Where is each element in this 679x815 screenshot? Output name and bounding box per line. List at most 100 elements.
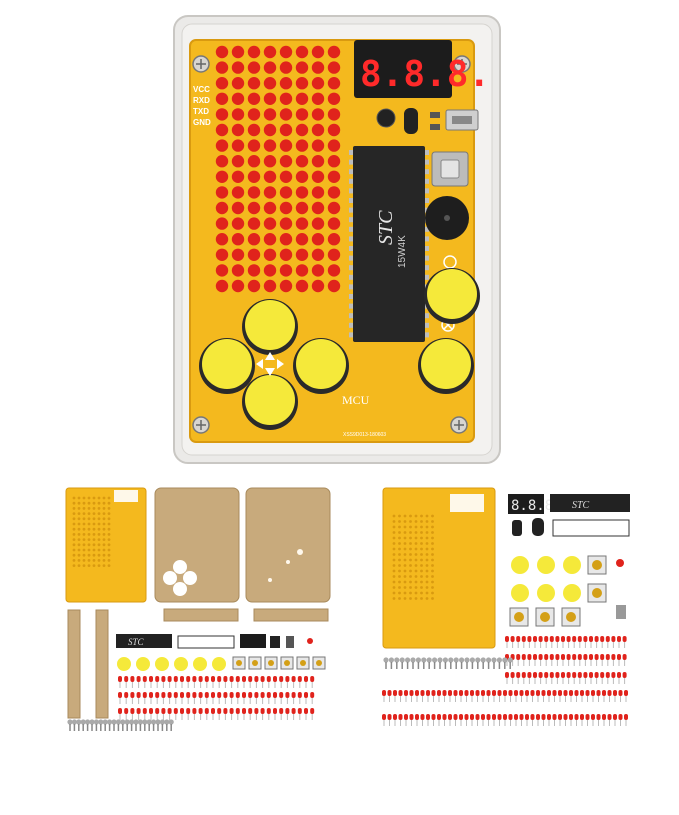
matrix-led <box>231 279 245 293</box>
game-buttons <box>199 268 480 430</box>
matrix-led <box>295 123 309 137</box>
pin-labels: VCC RXD TXD GND <box>193 85 211 127</box>
left-kit: STC <box>65 487 331 731</box>
capacitor <box>376 108 396 128</box>
pin-label-vcc: VCC <box>193 85 210 94</box>
button-up <box>242 299 298 355</box>
matrix-led <box>247 279 261 293</box>
matrix-led <box>215 61 229 74</box>
kit-button-cap <box>563 584 581 602</box>
matrix-led <box>279 108 293 121</box>
microcontroller-chip <box>353 146 425 342</box>
matrix-led <box>231 233 245 246</box>
matrix-led <box>247 45 261 59</box>
board-serial: XSS9D013-180603 <box>343 432 386 438</box>
matrix-led <box>311 233 325 246</box>
matrix-led <box>231 155 245 168</box>
matrix-led <box>263 264 277 277</box>
matrix-led <box>215 170 229 183</box>
matrix-led <box>295 186 309 199</box>
direction-arrow-icon <box>256 352 284 376</box>
matrix-led <box>311 45 325 59</box>
matrix-led <box>295 155 309 168</box>
matrix-led <box>247 217 261 230</box>
matrix-led <box>327 155 341 168</box>
matrix-led <box>263 61 277 74</box>
matrix-led <box>311 248 325 261</box>
kit-button-cap <box>193 657 207 671</box>
matrix-led <box>263 201 277 215</box>
matrix-led <box>327 186 341 199</box>
matrix-led <box>231 123 245 137</box>
matrix-led <box>215 139 229 152</box>
matrix-led <box>279 264 293 277</box>
matrix-led <box>215 155 229 168</box>
matrix-led <box>295 248 309 261</box>
matrix-led <box>311 155 325 168</box>
chip-brand: STC <box>375 210 397 245</box>
matrix-led <box>279 45 293 59</box>
matrix-led <box>311 108 325 121</box>
kit-pcb-left <box>65 487 147 603</box>
kit-chip-right <box>550 494 630 512</box>
matrix-led <box>311 61 325 74</box>
matrix-led <box>279 279 293 293</box>
matrix-led <box>231 186 245 199</box>
matrix-led <box>231 77 245 90</box>
acrylic-panel-front <box>154 487 240 603</box>
matrix-led <box>263 139 277 152</box>
kit-button-cap <box>563 556 581 574</box>
matrix-led <box>263 45 277 59</box>
matrix-led <box>215 77 229 90</box>
button-left <box>199 338 255 394</box>
matrix-led <box>215 248 229 261</box>
matrix-led <box>215 123 229 137</box>
matrix-led <box>215 108 229 121</box>
matrix-led <box>247 92 261 106</box>
led-matrix <box>215 45 341 293</box>
matrix-led <box>247 155 261 168</box>
matrix-led <box>247 186 261 199</box>
circle-symbol-icon <box>443 255 457 269</box>
matrix-led <box>247 170 261 183</box>
matrix-led <box>295 201 309 215</box>
matrix-led <box>295 233 309 246</box>
matrix-led <box>247 264 261 277</box>
pin-label-txd: TXD <box>193 107 209 116</box>
kit-button-cap <box>511 584 529 602</box>
matrix-led <box>295 61 309 74</box>
kit-chip-left <box>116 634 172 648</box>
button-down <box>242 374 298 430</box>
matrix-led <box>263 186 277 199</box>
kit-button-cap <box>537 556 555 574</box>
matrix-led <box>247 61 261 74</box>
matrix-led <box>263 233 277 246</box>
matrix-led <box>311 217 325 230</box>
matrix-led <box>215 186 229 199</box>
matrix-led <box>311 186 325 199</box>
matrix-led <box>311 123 325 137</box>
matrix-led <box>295 217 309 230</box>
matrix-led <box>327 248 341 261</box>
matrix-led <box>231 108 245 121</box>
display-digits: 8.8.8. <box>360 54 490 95</box>
kit-display-digits: 8.8.8. <box>511 498 562 514</box>
matrix-led <box>327 139 341 152</box>
matrix-led <box>279 139 293 152</box>
matrix-led <box>295 77 309 90</box>
matrix-led <box>231 217 245 230</box>
matrix-led <box>327 108 341 121</box>
matrix-led <box>295 108 309 121</box>
matrix-led <box>327 123 341 137</box>
matrix-led <box>311 139 325 152</box>
matrix-led <box>263 217 277 230</box>
matrix-led <box>279 61 293 74</box>
matrix-led <box>263 92 277 106</box>
matrix-led <box>327 201 341 215</box>
matrix-led <box>279 201 293 215</box>
matrix-led <box>263 279 277 293</box>
matrix-led <box>247 248 261 261</box>
kit-button-cap <box>537 584 555 602</box>
matrix-led <box>327 45 341 59</box>
matrix-led <box>231 92 245 106</box>
